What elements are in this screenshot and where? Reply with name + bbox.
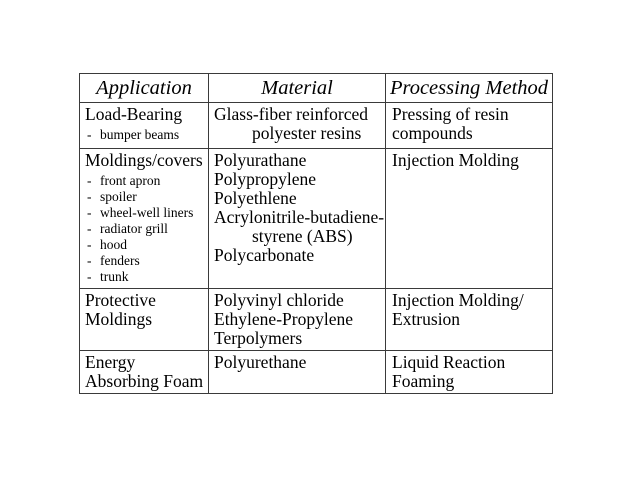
- sub-item-label: wheel-well liners: [100, 205, 194, 220]
- dash-bullet: -: [87, 205, 92, 220]
- dash-bullet: -: [87, 253, 92, 268]
- dash-bullet: -: [87, 221, 92, 236]
- material-line: Terpolymers: [214, 328, 303, 348]
- material-line: Polyurethane: [214, 352, 307, 372]
- material-cell: Polyurethane: [208, 350, 386, 394]
- processing-line: Liquid Reaction: [392, 352, 506, 372]
- dash-bullet: -: [87, 127, 92, 142]
- sub-item: -radiator grill: [85, 221, 206, 237]
- application-title-line: Energy: [85, 352, 136, 372]
- processing-line: Foaming: [392, 371, 455, 391]
- column-header-material: Material: [208, 73, 386, 103]
- processing-line: Pressing of resin: [392, 104, 509, 124]
- application-title: Load-Bearing: [85, 105, 206, 124]
- table-row: Load-Bearing -bumper beams Glass-fiber r…: [79, 102, 553, 149]
- application-title-line: Moldings: [85, 309, 153, 329]
- sub-item: -bumper beams: [85, 127, 206, 143]
- processing-cell: Injection Molding: [385, 148, 553, 289]
- processing-line: Injection Molding/: [392, 290, 524, 310]
- dash-bullet: -: [87, 237, 92, 252]
- material-line: Polyvinyl chloride: [214, 290, 344, 310]
- sub-item: -fenders: [85, 253, 206, 269]
- processing-line: Injection Molding: [392, 150, 519, 170]
- column-header-application: Application: [79, 73, 209, 103]
- sub-item: -spoiler: [85, 189, 206, 205]
- sub-item: -wheel-well liners: [85, 205, 206, 221]
- application-title-line: Protective: [85, 290, 156, 310]
- sub-item-label: spoiler: [100, 189, 137, 204]
- application-title-line: Absorbing Foam: [85, 371, 204, 391]
- application-cell: Moldings/covers -front apron-spoiler-whe…: [79, 148, 209, 289]
- dash-bullet: -: [87, 173, 92, 188]
- processing-cell: Injection Molding/Extrusion: [385, 288, 553, 351]
- application-title: Moldings/covers: [85, 151, 206, 170]
- column-header-processing-method: Processing Method: [385, 73, 553, 103]
- sub-item: -hood: [85, 237, 206, 253]
- material-line: styrene (ABS): [252, 226, 353, 246]
- table-row: Moldings/covers -front apron-spoiler-whe…: [79, 148, 553, 289]
- application-sub-items: -front apron-spoiler-wheel-well liners-r…: [85, 173, 206, 285]
- processing-line: Extrusion: [392, 309, 461, 329]
- material-line: Polyurathane: [214, 150, 307, 170]
- sub-item: -front apron: [85, 173, 206, 189]
- materials-table: Application Material Processing Method L…: [79, 73, 553, 394]
- material-line: Ethylene-Propylene: [214, 309, 353, 329]
- material-line: Polyethlene: [214, 188, 297, 208]
- sub-item-label: trunk: [100, 269, 129, 284]
- dash-bullet: -: [87, 189, 92, 204]
- material-line: Polycarbonate: [214, 245, 315, 265]
- sub-item-label: hood: [100, 237, 127, 252]
- material-line: Acrylonitrile-butadiene-: [214, 207, 385, 227]
- sub-item-label: fenders: [100, 253, 140, 268]
- material-line: polyester resins: [252, 123, 362, 143]
- sub-item-label: radiator grill: [100, 221, 168, 236]
- table-body: Load-Bearing -bumper beams Glass-fiber r…: [79, 102, 553, 394]
- application-sub-items: -bumper beams: [85, 127, 206, 143]
- table-header-row: Application Material Processing Method: [79, 73, 553, 103]
- dash-bullet: -: [87, 269, 92, 284]
- material-line: Glass-fiber reinforced: [214, 104, 369, 124]
- application-title-line: Moldings/covers: [85, 150, 203, 170]
- material-line: Polypropylene: [214, 169, 317, 189]
- sub-item: -trunk: [85, 269, 206, 285]
- processing-line: compounds: [392, 123, 473, 143]
- application-cell: Load-Bearing -bumper beams: [79, 102, 209, 149]
- application-title-line: Load-Bearing: [85, 104, 183, 124]
- sub-item-label: front apron: [100, 173, 161, 188]
- sub-item-label: bumper beams: [100, 127, 180, 142]
